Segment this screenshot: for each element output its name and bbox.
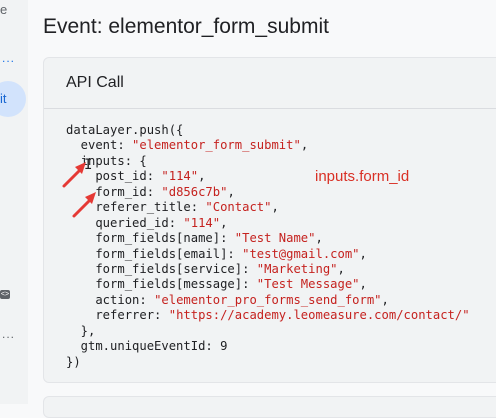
code-line: form_fields[service]: "Marketing", [66, 262, 470, 277]
code-token: , [381, 292, 389, 307]
code-block: dataLayer.push({ event: "elementor_form_… [66, 123, 470, 370]
sidebar-item-active[interactable]: it [0, 81, 26, 117]
code-line: gtm.uniqueEventId: 9 [66, 339, 470, 354]
code-token: , [300, 138, 309, 153]
sidebar-fragment-ellipsis[interactable]: ... [2, 51, 16, 65]
code-token: referrer: [66, 308, 169, 323]
page-title: Event: elementor_form_submit [43, 15, 329, 38]
code-line: referrer: "https://academy.leomeasure.co… [66, 308, 470, 323]
red-arrow-icon [72, 192, 96, 218]
code-token: action: [66, 292, 155, 307]
code-line: dataLayer.push({ [66, 123, 470, 138]
card-header: API Call [66, 74, 124, 91]
code-token: }, [66, 323, 96, 338]
code-icon[interactable]: <> [0, 290, 10, 299]
code-token: post_id: [66, 169, 162, 184]
code-token: form_fields[name]: [66, 231, 235, 246]
next-card [43, 396, 496, 418]
code-token: form_fields[service]: [66, 261, 257, 276]
code-line: inputs: { [66, 154, 470, 169]
sidebar-item-active-label: it [0, 91, 7, 106]
code-token: form_fields[email]: [66, 246, 243, 261]
code-line: }) [66, 355, 470, 370]
code-token: queried_id: [66, 215, 184, 230]
code-string: "Test Name" [234, 231, 316, 246]
code-string: "114" [183, 215, 221, 230]
code-token: , [315, 231, 323, 246]
code-line: form_fields[email]: "test@gmail.com", [66, 247, 470, 262]
code-line: queried_id: "114", [66, 216, 470, 231]
code-line: }, [66, 324, 470, 339]
code-token: form_fields[message]: [66, 277, 257, 292]
code-string: "Marketing" [256, 261, 338, 276]
sidebar-fragment-ellipsis-2[interactable]: ... [2, 327, 16, 341]
code-string: "test@gmail.com" [242, 246, 360, 261]
code-token: , [359, 246, 367, 261]
code-token: , [198, 169, 206, 184]
code-token: , [337, 261, 345, 276]
code-line: referer_title: "Contact", [66, 200, 470, 215]
text-cursor-icon: I [84, 157, 93, 173]
code-line: form_fields[name]: "Test Name", [66, 231, 470, 246]
api-call-card: API Call dataLayer.push({ event: "elemen… [43, 57, 496, 383]
annotation-label: inputs.form_id [315, 168, 410, 185]
code-token: form_id: [66, 184, 162, 199]
sidebar-fragment-top[interactable]: e [0, 2, 8, 17]
code-token: inputs: { [66, 153, 147, 168]
card-divider [44, 108, 496, 109]
code-token: referer_title: [66, 200, 206, 215]
code-token: gtm.uniqueEventId: [66, 339, 221, 354]
code-token: }) [66, 354, 81, 369]
code-token: , [227, 184, 235, 199]
code-line: form_id: "d856c7b", [66, 185, 470, 200]
code-token: event: [66, 138, 133, 153]
code-line: event: "elementor_form_submit", [66, 138, 470, 153]
code-string: "elementor_pro_forms_send_form" [154, 292, 382, 307]
red-arrow-icon [62, 162, 86, 188]
code-string: "Test Message" [256, 277, 360, 292]
code-token: , [359, 277, 367, 292]
code-token: , [271, 200, 279, 215]
code-token: , [220, 215, 228, 230]
code-line: post_id: "114", [66, 169, 470, 184]
code-string: "d856c7b" [161, 184, 228, 199]
code-token: 9 [220, 339, 228, 354]
code-string: "Contact" [205, 200, 272, 215]
code-string: "114" [161, 169, 199, 184]
code-string: "elementor_form_submit" [132, 138, 301, 153]
code-line: action: "elementor_pro_forms_send_form", [66, 293, 470, 308]
code-line: form_fields[message]: "Test Message", [66, 277, 470, 292]
code-string: "https://academy.leomeasure.com/contact/… [168, 308, 470, 323]
sidebar: e ... it <> ... [0, 0, 28, 404]
code-token: dataLayer.push({ [66, 123, 184, 137]
